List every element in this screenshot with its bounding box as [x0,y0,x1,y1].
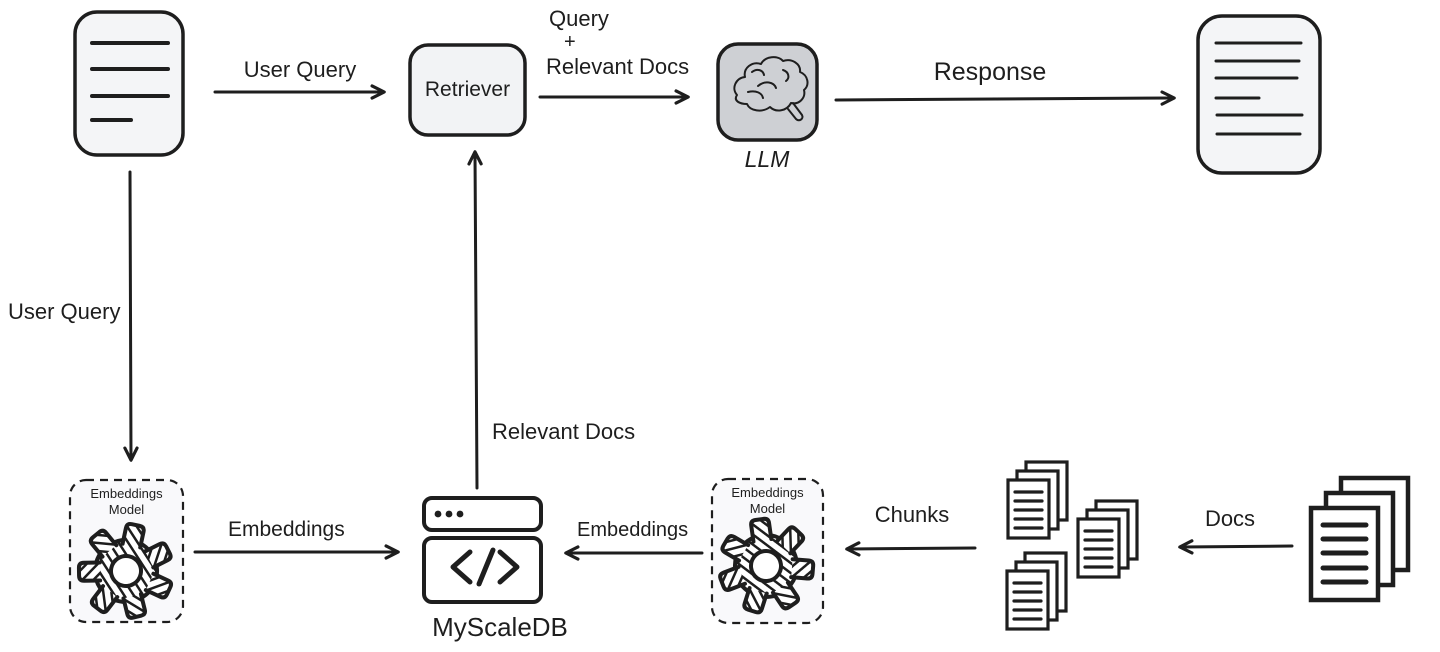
edge-label-relevant-docs-up: Relevant Docs [492,419,636,444]
document-icon [1196,14,1322,175]
arrow-user-query-down [123,170,139,462]
embeddings-model-right-line2: Model [749,501,786,516]
llm-label: LLM [744,146,790,172]
brain-icon [733,56,809,122]
edge-label-embeddings-right: Embeddings [577,519,689,541]
arrow-chunks [845,541,977,557]
edge-label-response: Response [933,58,1047,86]
browser-code-icon [422,496,543,604]
retriever-box [408,43,527,137]
embeddings-model-left-line2: Model [108,502,145,517]
arrow-docs [1178,539,1294,555]
edge-label-user-query-down: User Query [8,299,121,324]
edge-label-embeddings-left: Embeddings [228,518,345,541]
llm-box [716,42,819,142]
document-icon [73,10,185,157]
retriever-label: Retriever [424,78,511,101]
arrow-response [834,90,1176,106]
myscaledb-label: MyScaleDB [432,612,568,642]
embeddings-model-left-line1: Embeddings [90,486,163,501]
code-icon [450,547,520,587]
edge-label-docs: Docs [1204,506,1256,531]
chunk-stack-icon [1076,499,1139,579]
edge-label-chunks: Chunks [874,502,950,527]
chunk-stack-icon [1005,551,1068,631]
arrow-relevant-docs-up [467,150,483,490]
embeddings-model-right-box [710,477,825,625]
edge-label-plus: + [564,31,576,53]
docs-stack-icon [1308,475,1411,603]
edge-label-user-query-top: User Query [243,57,357,82]
embeddings-model-right-caption: Embeddings Model [712,485,823,517]
embeddings-model-left-caption: Embeddings Model [70,486,183,518]
embeddings-model-right-line1: Embeddings [731,485,804,500]
edge-label-query: Query [549,6,609,31]
chunk-stack-icon [1006,460,1069,540]
edge-label-relevant-docs-top: Relevant Docs [546,54,690,79]
embeddings-model-left-box [67,478,185,629]
